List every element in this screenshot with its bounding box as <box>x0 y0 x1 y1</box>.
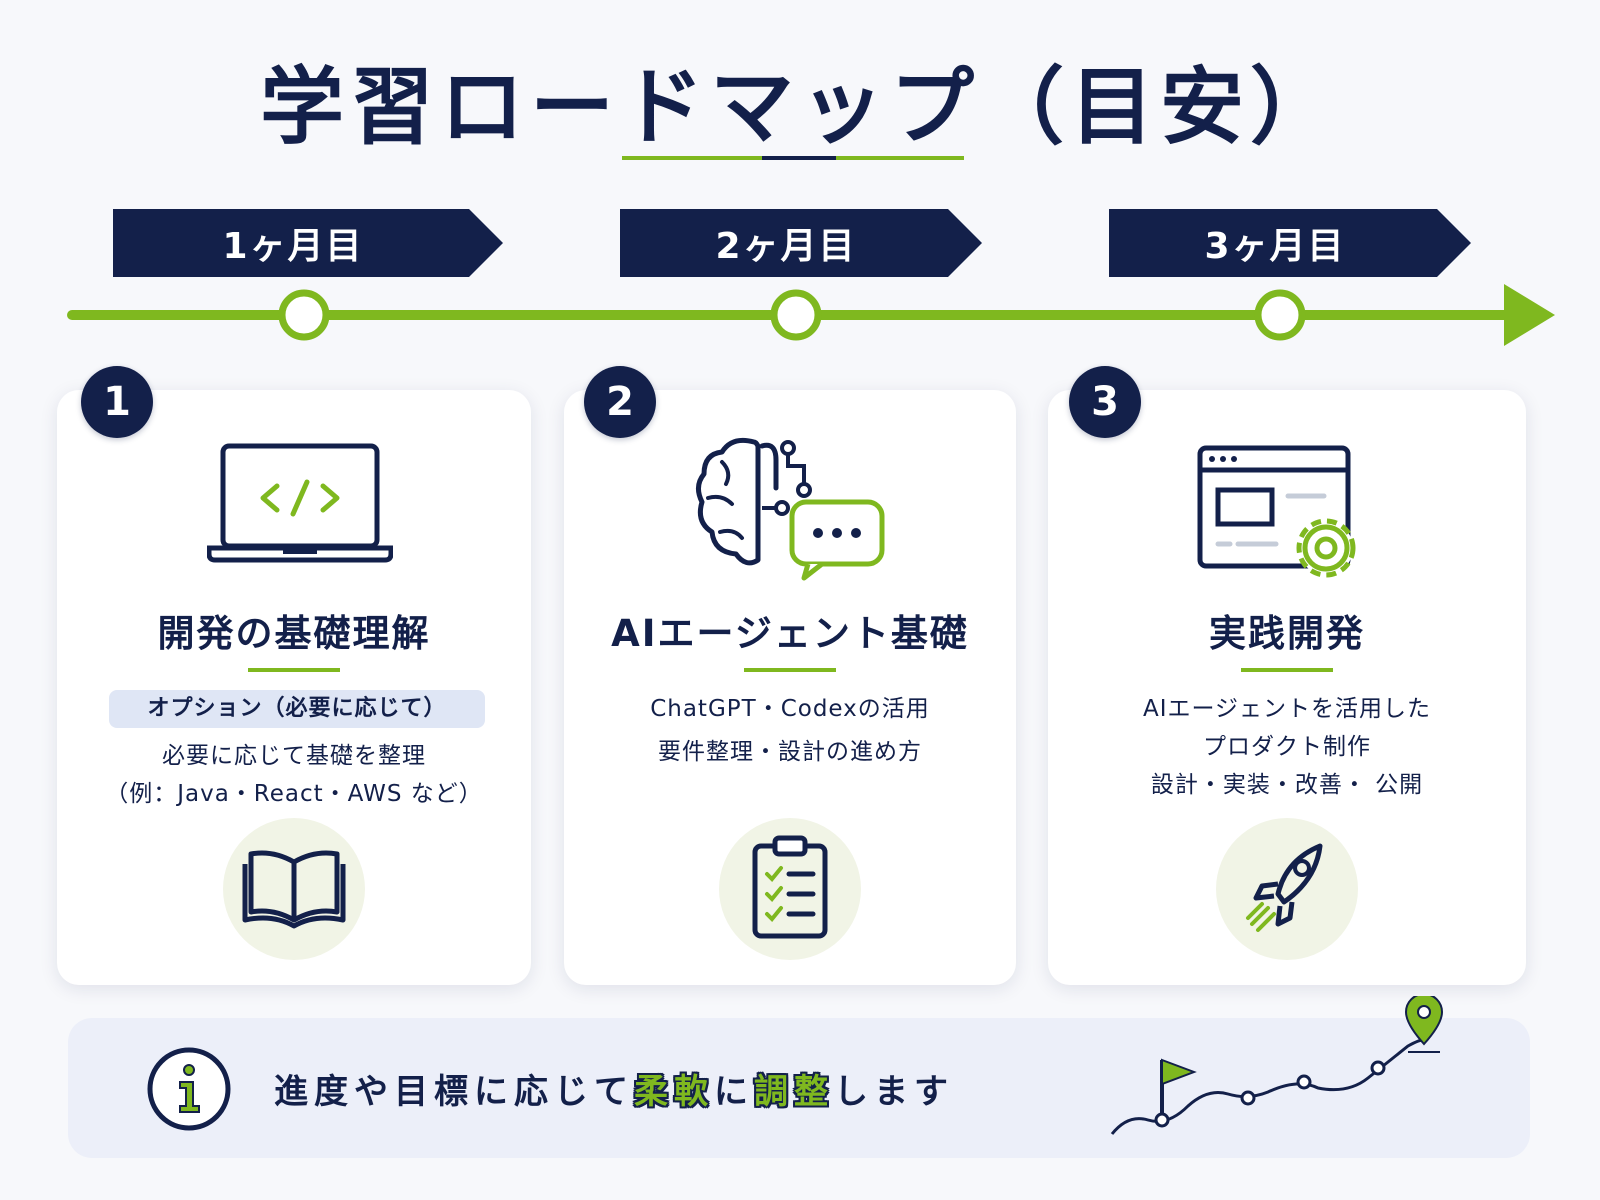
timeline-node-1 <box>278 289 330 341</box>
step-description-1: 必要に応じて基礎を整理 （例：Java・React・AWS など） <box>105 743 483 807</box>
step-title-1: 開発の基礎理解 <box>157 612 431 655</box>
step-card-1: 開発の基礎理解 オプション（必要に応じて） 必要に応じて基礎を整理 （例：Jav… <box>57 390 531 985</box>
book-icon <box>242 850 346 929</box>
option-tag: オプション（必要に応じて） <box>109 690 485 728</box>
brain-chat-icon <box>696 437 885 581</box>
page-title: 学習ロードマップ（目安） <box>259 58 1340 156</box>
step-title-underline-2 <box>744 668 836 672</box>
timeline-node-2 <box>770 289 822 341</box>
step-title-underline-3 <box>1241 668 1333 672</box>
rocket-icon <box>1246 843 1323 932</box>
step-badge-2: 2 <box>584 366 656 438</box>
notice-text: 進度や目標に応じて柔軟に調整します <box>274 1072 954 1112</box>
rocket-icon-circle <box>1216 818 1358 960</box>
step-description-3: AIエージェントを活用した プロダクト制作 設計・実装・改善・ 公開 <box>1142 696 1432 798</box>
adjustment-notice: 進度や目標に応じて柔軟に調整します <box>68 996 1530 1158</box>
month-banner-2: 2ヶ月目 <box>620 209 982 277</box>
laptop-code-icon <box>207 443 393 563</box>
timeline-node-3 <box>1254 289 1306 341</box>
title-underline <box>622 156 964 160</box>
step-title-underline-1 <box>248 668 340 672</box>
clipboard-checklist-icon <box>752 835 828 939</box>
month-banner-1: 1ヶ月目 <box>113 209 503 277</box>
step-description-2: ChatGPT・Codexの活用 要件整理・設計の進め方 <box>650 696 930 765</box>
step-card-3: 実践開発 AIエージェントを活用した プロダクト制作 設計・実装・改善・ 公開 <box>1048 390 1526 985</box>
step-badge-1: 1 <box>81 366 153 438</box>
timeline-arrow <box>67 284 1555 346</box>
month-banner-3: 3ヶ月目 <box>1109 209 1471 277</box>
step-title-3: 実践開発 <box>1209 612 1365 655</box>
step-card-2: AIエージェント基礎 ChatGPT・Codexの活用 要件整理・設計の進め方 <box>564 390 1016 985</box>
info-icon <box>147 1047 231 1131</box>
clipboard-icon-circle <box>719 818 861 960</box>
flag-route-pin-icon <box>1110 996 1444 1135</box>
browser-gear-icon <box>1197 445 1356 578</box>
step-title-2: AIエージェント基礎 <box>611 612 969 655</box>
book-icon-circle <box>223 818 365 960</box>
step-badge-3: 3 <box>1069 366 1141 438</box>
